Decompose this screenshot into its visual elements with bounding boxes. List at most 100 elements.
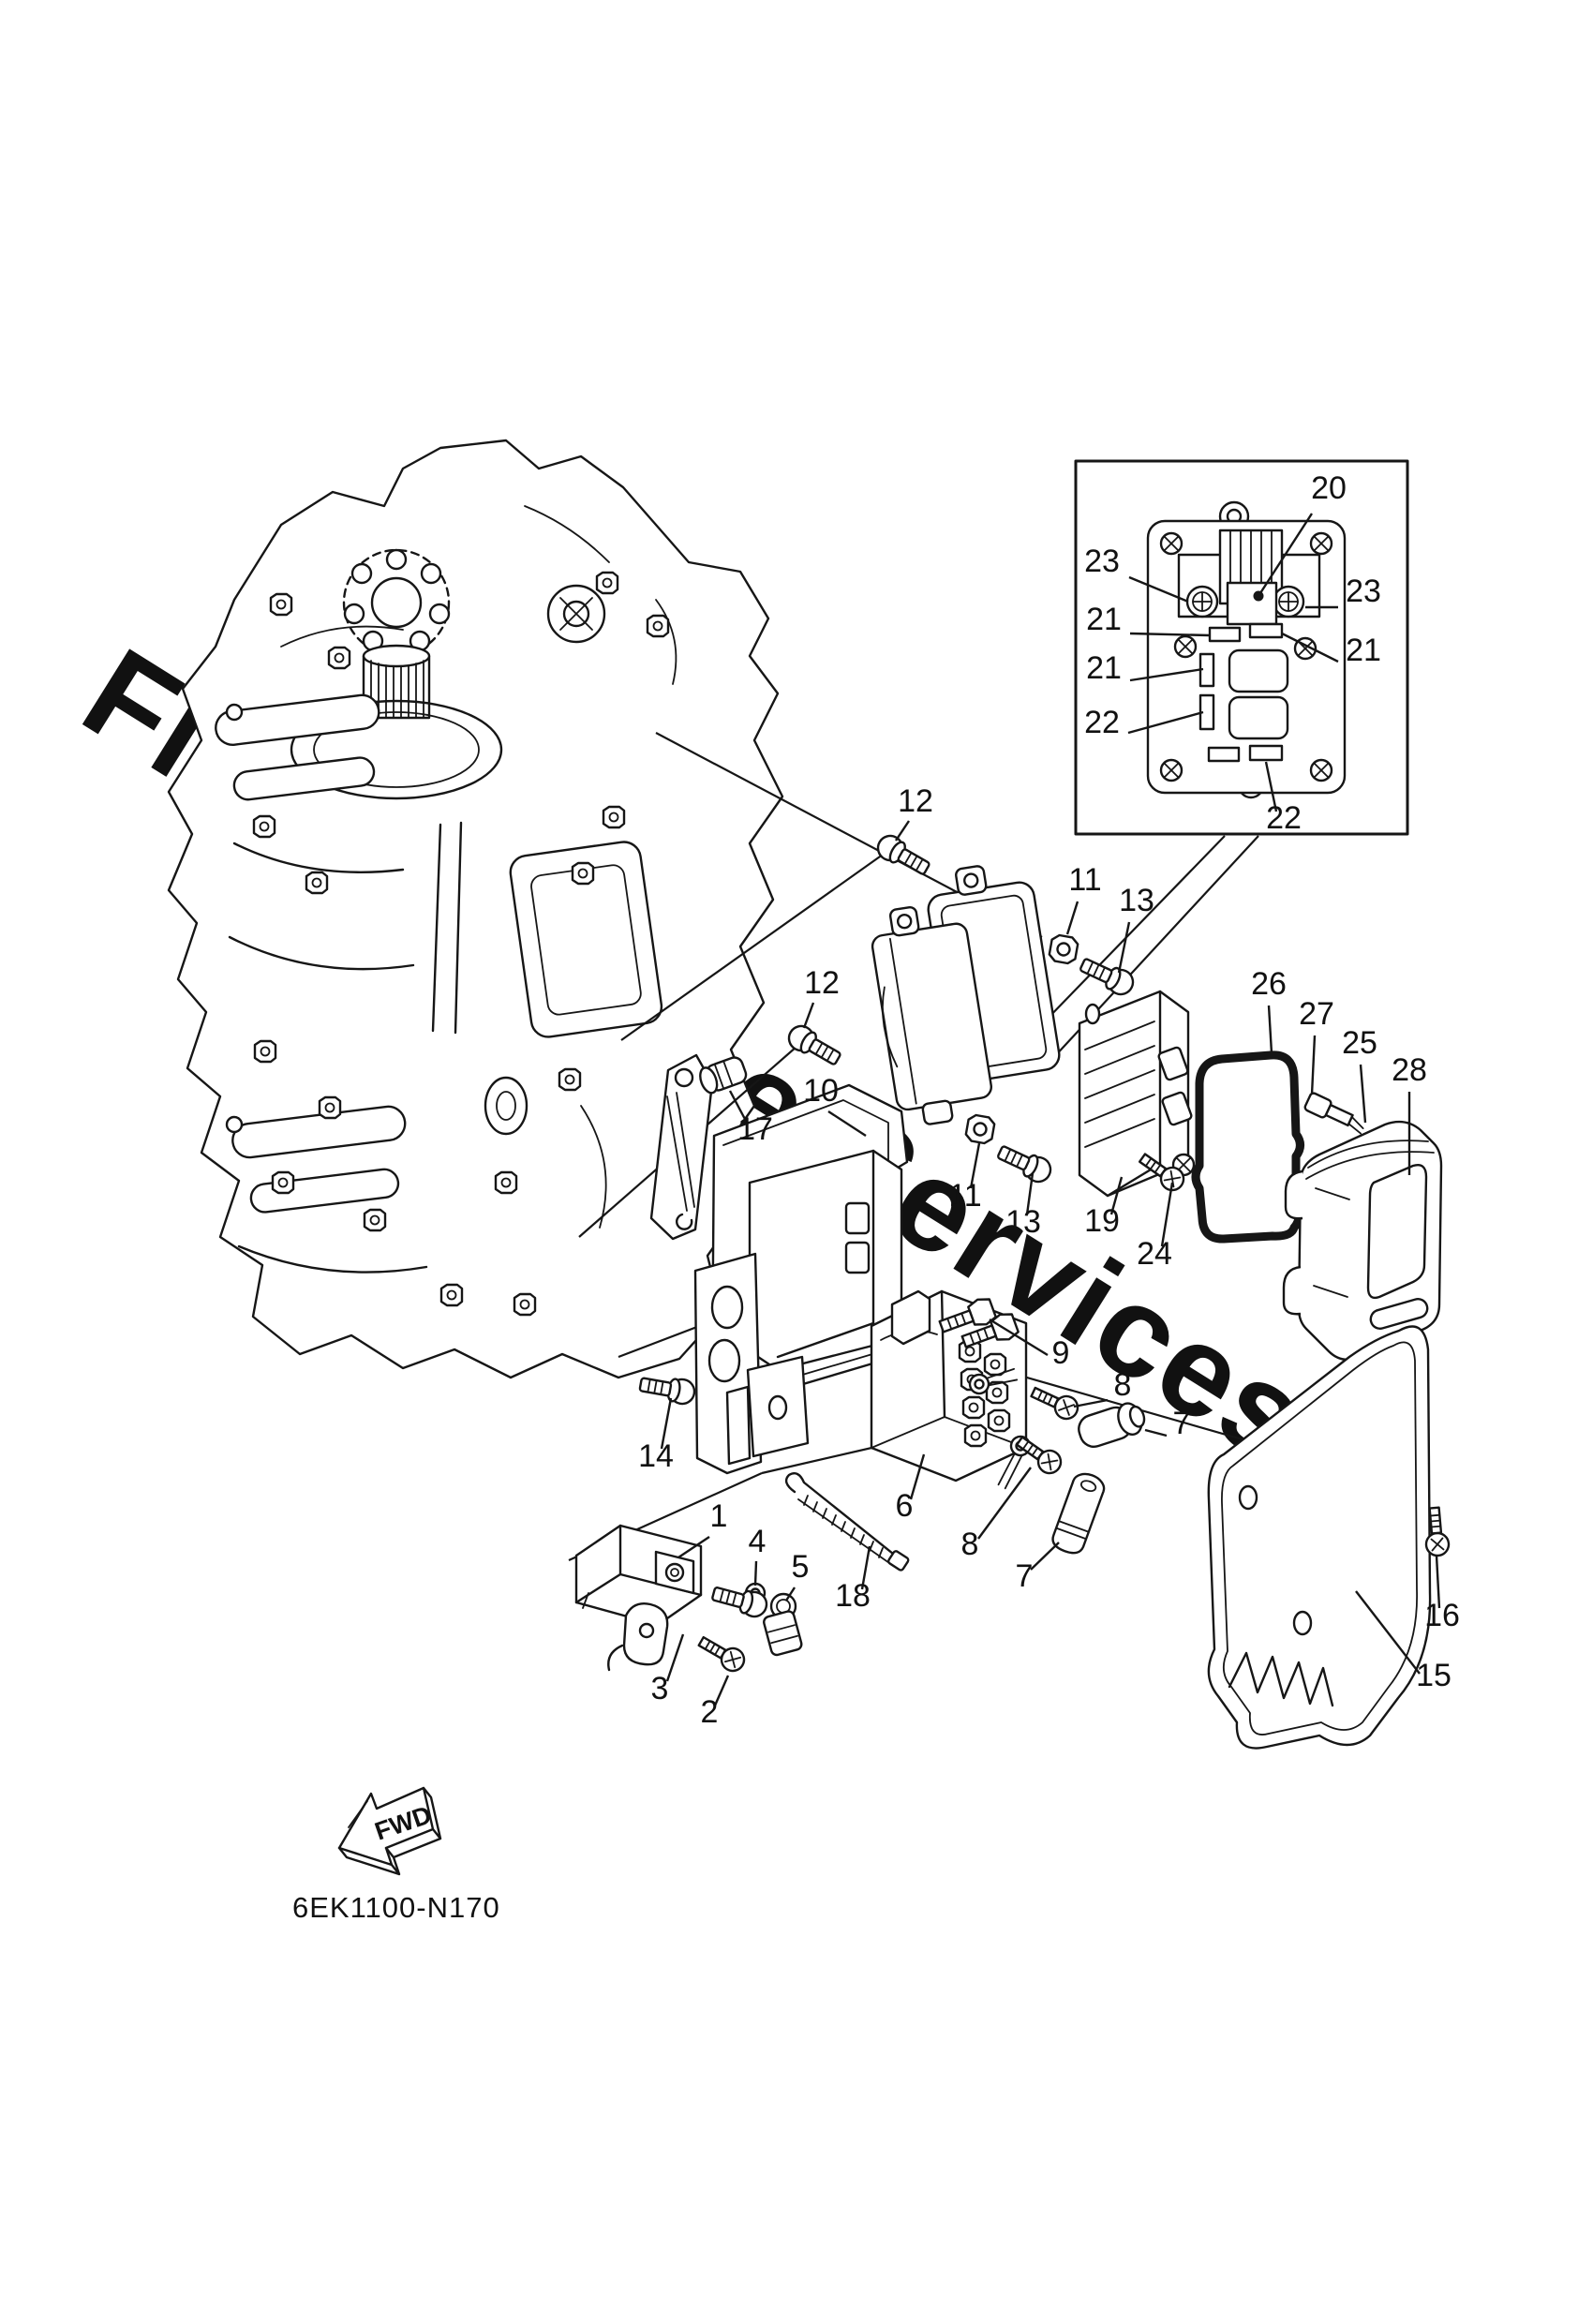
rectifier-regulator-19	[1078, 990, 1196, 1198]
callout-3: 3	[651, 1671, 669, 1706]
leader-line-18	[860, 1545, 871, 1590]
callout-22: 22	[1266, 800, 1302, 836]
nut-11-lower	[963, 1112, 997, 1146]
leader-line-6	[909, 1453, 926, 1500]
leader-line-8	[1073, 1398, 1109, 1408]
relay-bracket-3	[607, 1602, 669, 1672]
leader-line-13	[1117, 921, 1131, 974]
leader-line-21	[1129, 667, 1204, 682]
leader-line-11	[969, 1142, 981, 1189]
leader-line-19	[1109, 1176, 1124, 1215]
leader-line-27	[1310, 1035, 1317, 1095]
callout-12: 12	[804, 965, 840, 1001]
callout-6: 6	[896, 1488, 914, 1524]
inset-detail-box	[1074, 459, 1409, 836]
callout-15: 15	[1416, 1658, 1451, 1693]
callout-19: 19	[1084, 1203, 1120, 1239]
callout-11: 11	[948, 1178, 981, 1214]
callout-21: 21	[1346, 633, 1381, 668]
leader-line-22	[1127, 710, 1204, 735]
construction-line-4	[1041, 835, 1259, 1071]
callout-17: 17	[737, 1111, 773, 1147]
side-panel-15	[1207, 1325, 1432, 1750]
leader-line-3	[665, 1633, 685, 1682]
callout-25: 25	[1342, 1025, 1377, 1061]
cover-25-28	[1282, 1120, 1443, 1362]
callout-18: 18	[835, 1578, 871, 1614]
cable-tie-18	[784, 1472, 910, 1572]
callout-10: 10	[803, 1073, 839, 1109]
leader-line-21	[1129, 632, 1211, 637]
leader-line-21	[1281, 632, 1339, 663]
callout-7: 7	[1016, 1558, 1034, 1594]
callout-20: 20	[1311, 470, 1347, 506]
callout-21: 21	[1086, 650, 1122, 686]
leader-line-12	[895, 820, 910, 842]
bracket-and-ecu-group	[649, 1053, 909, 1475]
leader-line-15	[1355, 1590, 1421, 1675]
callout-14: 14	[638, 1438, 674, 1474]
leader-line-16	[1435, 1555, 1441, 1609]
callout-7: 7	[1173, 1406, 1191, 1441]
leader-line-23	[1128, 575, 1189, 603]
starter-relay-1	[574, 1524, 703, 1630]
leader-line-10	[827, 1110, 867, 1138]
engine-block-drawing	[167, 439, 784, 1379]
callout-13: 13	[1119, 883, 1154, 918]
callout-11: 11	[1068, 862, 1101, 898]
terminal-cap-5	[763, 1592, 803, 1657]
leader-line-9	[989, 1318, 1049, 1357]
leader-line-11	[1065, 901, 1079, 935]
callout-27: 27	[1299, 996, 1334, 1032]
callout-28: 28	[1392, 1052, 1427, 1088]
leader-line-26	[1267, 1005, 1273, 1054]
terminal-cap-7-upper	[1078, 1402, 1146, 1448]
leader-line-20	[1257, 513, 1314, 597]
leader-line-7	[1030, 1542, 1060, 1571]
leader-line-7	[1144, 1428, 1168, 1438]
part-code: 6EK1100-N170	[292, 1891, 500, 1924]
connector-27	[1303, 1092, 1364, 1135]
leader-line-1	[677, 1536, 710, 1558]
construction-line-7	[761, 1441, 893, 1475]
leader-line-2	[713, 1675, 730, 1706]
leader-line-4	[753, 1560, 758, 1587]
callout-5: 5	[792, 1549, 810, 1585]
callout-21: 21	[1086, 602, 1122, 637]
callout-4: 4	[749, 1524, 767, 1559]
grommet-17	[699, 1056, 748, 1095]
callout-22: 22	[1084, 705, 1120, 740]
callout-16: 16	[1424, 1598, 1460, 1633]
leader-line-25	[1359, 1064, 1367, 1124]
leader-line-12	[802, 1002, 815, 1029]
fork-terminal	[966, 1367, 1019, 1397]
callout-12: 12	[898, 783, 933, 819]
leader-lines	[660, 513, 1441, 1706]
ring-terminal	[997, 1433, 1034, 1490]
callout-8: 8	[1114, 1367, 1132, 1403]
callout-26: 26	[1251, 966, 1287, 1002]
nut-11-upper	[1047, 932, 1080, 966]
leader-dot-20	[1253, 590, 1264, 602]
callout-24: 24	[1137, 1236, 1172, 1272]
leader-line-14	[660, 1397, 673, 1450]
leader-line-22	[1264, 761, 1278, 812]
callout-9: 9	[1052, 1335, 1070, 1371]
leader-line-17	[728, 1090, 749, 1124]
relay-cover-pair	[871, 865, 1061, 1125]
leader-line-8	[977, 1467, 1032, 1540]
callout-13: 13	[1005, 1204, 1041, 1240]
terminal-cap-7-lower	[1051, 1472, 1106, 1555]
leader-line-13	[1025, 1172, 1035, 1215]
callout-2: 2	[701, 1694, 719, 1730]
construction-line-1	[620, 844, 897, 1041]
callout-23: 23	[1346, 574, 1381, 609]
callout-23: 23	[1084, 544, 1120, 579]
leader-line-5	[784, 1587, 796, 1601]
callout-8: 8	[961, 1527, 979, 1562]
leader-line-24	[1160, 1182, 1174, 1247]
callout-1: 1	[710, 1498, 728, 1534]
